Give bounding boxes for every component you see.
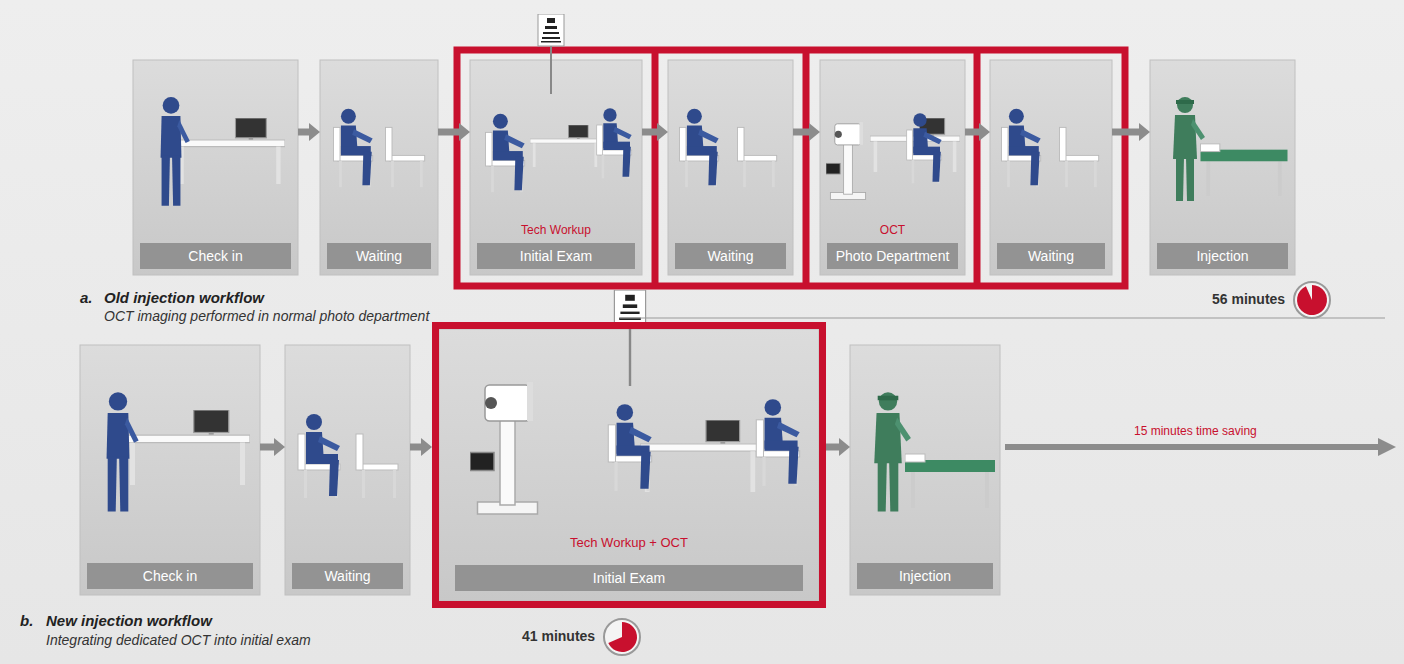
caption-text: Integrating dedicated OCT into initial e… [46,632,311,648]
person-figure [608,404,651,491]
arrow-shaft [826,444,840,451]
flow-arrow [965,123,990,141]
eye-chart [614,290,645,386]
workflow-step: Check in [80,345,260,595]
flow-arrow [826,438,850,456]
arrow-shaft [260,444,275,451]
caption-letter: b. [20,612,33,629]
person-figure [161,97,190,206]
chair-figure [737,127,776,187]
time-saving-arrow [1005,438,1396,456]
flow-arrow [793,123,820,141]
step-label: Injection [857,563,993,589]
caption-text: OCT imaging performed in normal photo de… [104,308,429,324]
flow-arrow [438,123,470,141]
step-label: Waiting [292,563,403,589]
workflow-step: Waiting [285,345,410,595]
clock-icon [1294,282,1330,318]
arrow-head [979,123,990,141]
person-figure [107,392,139,511]
workflow-step: Injection [850,345,1000,595]
workflow-step: Check in [133,60,298,275]
clock-icon [604,619,640,655]
divider-line [620,318,1385,319]
chair-figure [356,434,398,498]
duration-label: 41 minutes [522,628,595,644]
arrow-shaft [642,129,658,136]
step-label: Photo Department [827,243,958,269]
step-note: Tech Workup [521,223,591,237]
arrow-head [839,438,850,456]
flow-arrow [410,438,432,456]
flow-arrow [298,123,320,141]
workflow-step: Tech WorkupInitial Exam [470,60,642,275]
oct-device [470,382,538,514]
caption-title: New injection workflow [46,612,212,629]
oct-device [826,122,866,199]
step-label: Waiting [327,243,431,269]
step-label: Check in [87,563,253,589]
step-label: Waiting [675,243,786,269]
caption-letter: a. [80,289,93,306]
step-label: Injection [1157,243,1288,269]
arrow-shaft [965,129,980,136]
arrow-head [459,123,470,141]
scene-figures [107,14,1288,514]
treatment-bed [905,454,995,508]
arrow-shaft [793,129,810,136]
person-figure [907,113,942,183]
arrow-head [1139,123,1150,141]
chair-figure [1059,127,1098,187]
flow-arrow [642,123,668,141]
desk-figure [125,410,250,485]
arrow-shaft [298,129,310,136]
person-figure [679,109,718,187]
flow-arrow [1112,123,1150,141]
workflow-step: Waiting [320,60,438,275]
step-label: Initial Exam [477,243,635,269]
step-label: Waiting [997,243,1105,269]
arrow-shaft [438,129,460,136]
desk-figure [640,420,760,492]
red-group-frame [457,50,1125,286]
desk-figure [175,118,285,184]
arrow-shaft [410,444,422,451]
workflow-step: OCT Photo Department [820,60,965,275]
desk-figure [530,125,600,167]
arrow-head [309,123,320,141]
workflow-step: Waiting [668,60,793,275]
arrow-head [274,438,285,456]
saving-note: 15 minutes time saving [1134,424,1257,438]
flow-arrow [260,438,285,456]
step-note: Tech Workup + OCT [570,535,688,551]
person-figure [756,399,799,486]
panel-grounds [80,60,1295,601]
person-figure [485,114,524,192]
person-figure [597,108,632,178]
doctor-figure [874,392,911,511]
eye-chart [538,14,564,94]
arrow-head [421,438,432,456]
arrow-head [657,123,668,141]
workflow-step: Waiting [990,60,1112,275]
arrow-head [809,123,820,141]
caption-title: Old injection workflow [104,289,264,306]
step-label: Initial Exam [455,565,803,591]
chair-figure [385,127,424,187]
step-label: Check in [140,243,291,269]
workflow-step: Tech Workup + OCT Initial Exam [432,322,826,608]
duration-label: 56 minutes [1212,291,1285,307]
workflow-step: Injection [1150,60,1295,275]
arrow-shaft [1112,129,1140,136]
person-figure [1001,109,1040,187]
treatment-bed [1201,144,1288,196]
person-figure [298,414,340,498]
person-figure [333,109,372,187]
step-note: OCT [880,223,905,237]
